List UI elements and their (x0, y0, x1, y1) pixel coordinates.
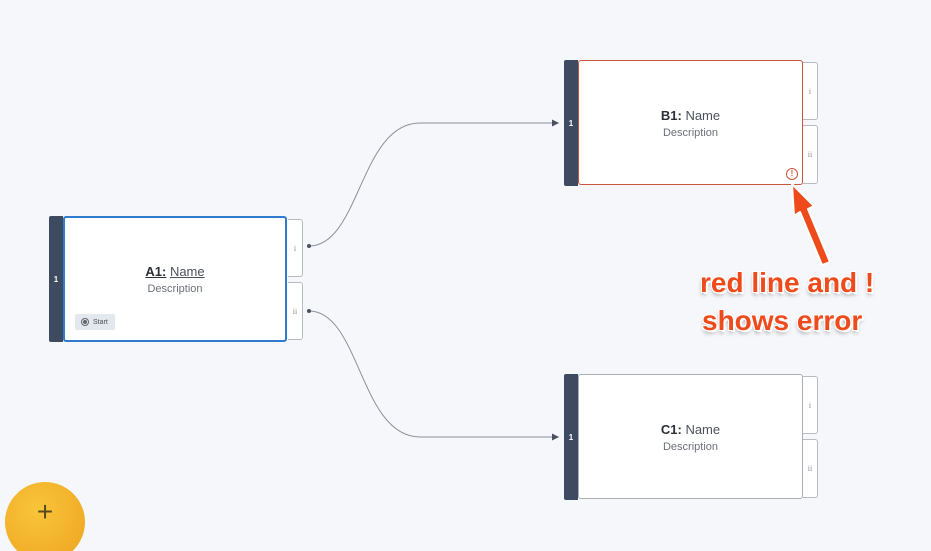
start-radio-icon (81, 318, 89, 326)
node-a1-step-rail[interactable]: 1 (49, 216, 63, 342)
node-a1-name[interactable]: Name (169, 264, 205, 279)
node-b1[interactable]: 1 B1: Name Description ! i ii (564, 60, 818, 186)
connector-a1-ii-to-c1 (308, 310, 559, 441)
node-a1-id: A1: (145, 264, 167, 279)
node-c1-id: C1: (660, 421, 682, 437)
node-c1-step-number: 1 (568, 432, 574, 442)
node-c1-description: Description (662, 440, 719, 453)
node-c1-name: Name (685, 421, 721, 437)
node-c1-step-rail[interactable]: 1 (564, 374, 578, 500)
node-b1-card[interactable]: B1: Name Description ! (578, 60, 803, 185)
node-b1-output-i[interactable]: i (803, 62, 818, 120)
connector-start-dot-i (307, 244, 311, 248)
node-b1-name: Name (685, 107, 721, 123)
node-a1-step-number: 1 (53, 274, 59, 284)
add-node-button[interactable]: + (5, 482, 85, 551)
node-b1-step-rail[interactable]: 1 (564, 60, 578, 186)
node-c1-card[interactable]: C1: Name Description (578, 374, 803, 499)
node-a1-card[interactable]: A1: Name Description Start (63, 216, 287, 342)
node-a1-title[interactable]: A1: Name (145, 263, 204, 281)
connector-a1-i-to-b1 (308, 119, 559, 247)
node-b1-description: Description (662, 126, 719, 139)
node-b1-step-number: 1 (568, 118, 574, 128)
start-label: Start (93, 318, 108, 326)
node-c1-title: C1: Name (661, 421, 720, 439)
node-c1-output-i[interactable]: i (803, 376, 818, 434)
annotation-line-2: shows error (702, 305, 863, 336)
annotation-arrow-icon (791, 183, 831, 266)
connector-start-dot-ii (307, 309, 311, 313)
node-a1-output-i[interactable]: i (288, 219, 303, 277)
error-icon[interactable]: ! (786, 168, 798, 180)
node-b1-id: B1: (660, 107, 682, 123)
node-b1-output-ii[interactable]: ii (803, 125, 818, 184)
start-badge[interactable]: Start (75, 314, 115, 330)
node-a1-output-ii[interactable]: ii (288, 282, 303, 340)
error-annotation: red line and ! shows error (700, 264, 910, 340)
node-a1-description: Description (147, 283, 203, 295)
node-c1[interactable]: 1 C1: Name Description i ii (564, 374, 818, 500)
annotation-line-1: red line and ! (700, 267, 875, 298)
plus-icon: + (36, 496, 54, 527)
node-a1[interactable]: 1 A1: Name Description Start i ii (49, 216, 303, 342)
node-c1-output-ii[interactable]: ii (803, 439, 818, 498)
node-b1-title: B1: Name (661, 107, 720, 125)
